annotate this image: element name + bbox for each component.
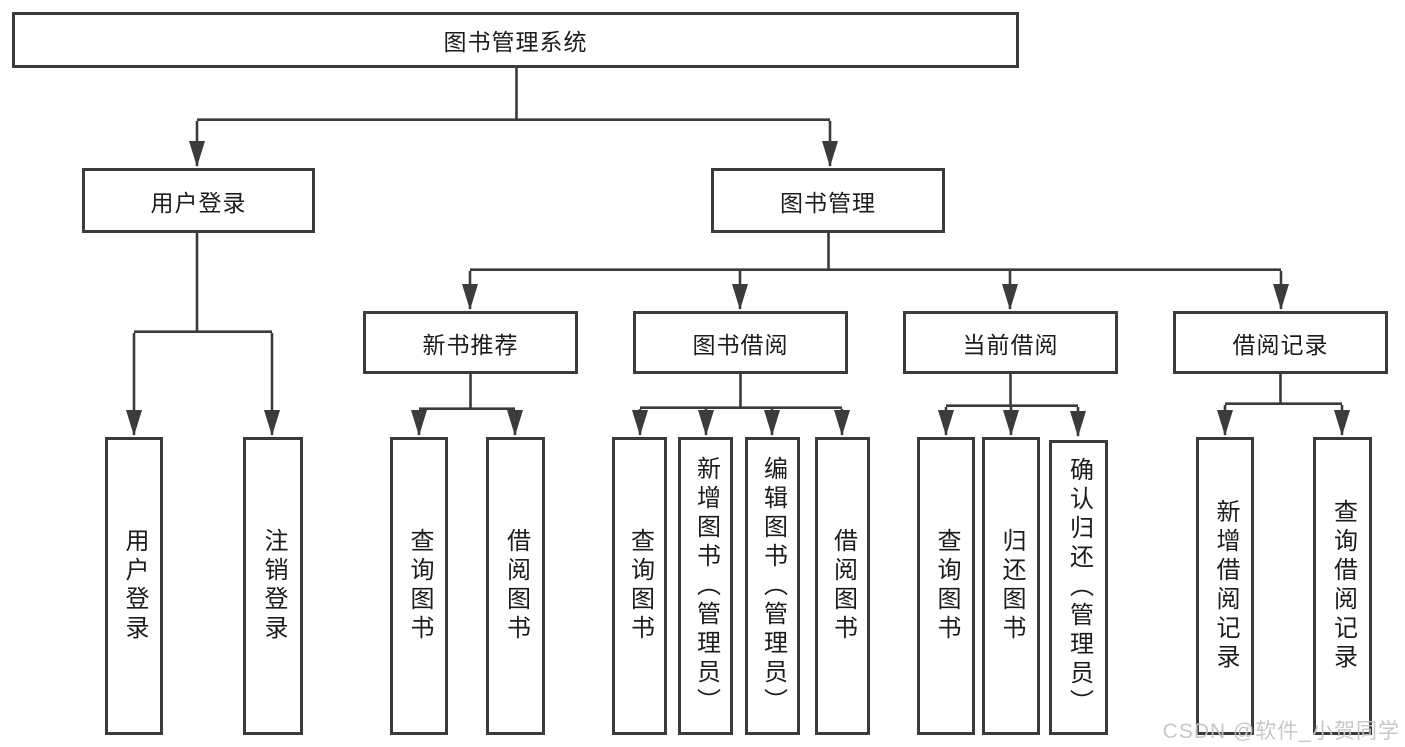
node-book-management-label: 图书管理 [780, 189, 876, 216]
leaf-current-confirm-return: 确认归还（管理员） [1049, 440, 1108, 735]
leaf-recommend-borrow-book-label: 借阅图书 [502, 528, 530, 644]
connector-new-book-recommend [411, 374, 523, 436]
leaf-borrow-query-book-label: 查询图书 [626, 528, 654, 644]
connector-user-login [126, 233, 280, 436]
leaf-user-login-label: 用户登录 [121, 528, 148, 644]
leaf-record-add-label: 新增借阅记录 [1212, 499, 1239, 673]
node-book-borrow: 图书借阅 [633, 311, 848, 374]
node-borrow-record-label: 借阅记录 [1232, 331, 1329, 358]
leaf-current-query-book-label: 查询图书 [933, 528, 960, 644]
connector-root [189, 68, 838, 167]
leaf-recommend-query-book-label: 查询图书 [406, 528, 433, 644]
connector-book-borrow [632, 374, 850, 436]
leaf-logout-label: 注销登录 [260, 528, 287, 644]
node-new-book-recommend: 新书推荐 [363, 311, 578, 374]
connector-book-management [462, 233, 1289, 310]
node-current-borrow-label: 当前借阅 [962, 331, 1059, 358]
leaf-logout: 注销登录 [243, 437, 303, 735]
leaf-recommend-query-book: 查询图书 [390, 437, 448, 735]
leaf-user-login: 用户登录 [105, 437, 163, 735]
node-root: 图书管理系统 [12, 12, 1019, 68]
leaf-current-return-book-label: 归还图书 [998, 528, 1025, 644]
node-user-login-label: 用户登录 [150, 189, 247, 216]
leaf-borrow-add-book-label: 新增图书（管理员） [692, 455, 720, 717]
leaf-borrow-query-book: 查询图书 [612, 437, 667, 735]
node-user-login: 用户登录 [82, 168, 315, 233]
leaf-record-query-label: 查询借阅记录 [1329, 499, 1357, 673]
leaf-borrow-borrow-book: 借阅图书 [815, 437, 870, 735]
node-root-label: 图书管理系统 [443, 29, 588, 55]
leaf-record-add: 新增借阅记录 [1196, 437, 1254, 735]
node-book-management: 图书管理 [711, 168, 945, 233]
leaf-recommend-borrow-book: 借阅图书 [486, 437, 545, 735]
node-book-borrow-label: 图书借阅 [692, 331, 789, 358]
leaf-borrow-edit-book: 编辑图书（管理员） [745, 437, 800, 735]
node-borrow-record: 借阅记录 [1173, 311, 1388, 374]
leaf-current-query-book: 查询图书 [917, 437, 975, 735]
leaf-borrow-borrow-book-label: 借阅图书 [829, 528, 857, 644]
leaf-record-query: 查询借阅记录 [1313, 437, 1372, 735]
leaf-current-return-book: 归还图书 [982, 437, 1040, 735]
watermark-text: CSDN @软件_小贺同学 [1162, 720, 1400, 743]
connector-current-borrow [938, 374, 1086, 437]
connector-borrow-record [1217, 374, 1350, 436]
leaf-borrow-add-book: 新增图书（管理员） [678, 437, 733, 735]
leaf-current-confirm-return-label: 确认归还（管理员） [1065, 457, 1093, 718]
leaf-borrow-edit-book-label: 编辑图书（管理员） [759, 455, 787, 717]
node-current-borrow: 当前借阅 [903, 311, 1118, 374]
node-new-book-recommend-label: 新书推荐 [422, 331, 519, 358]
